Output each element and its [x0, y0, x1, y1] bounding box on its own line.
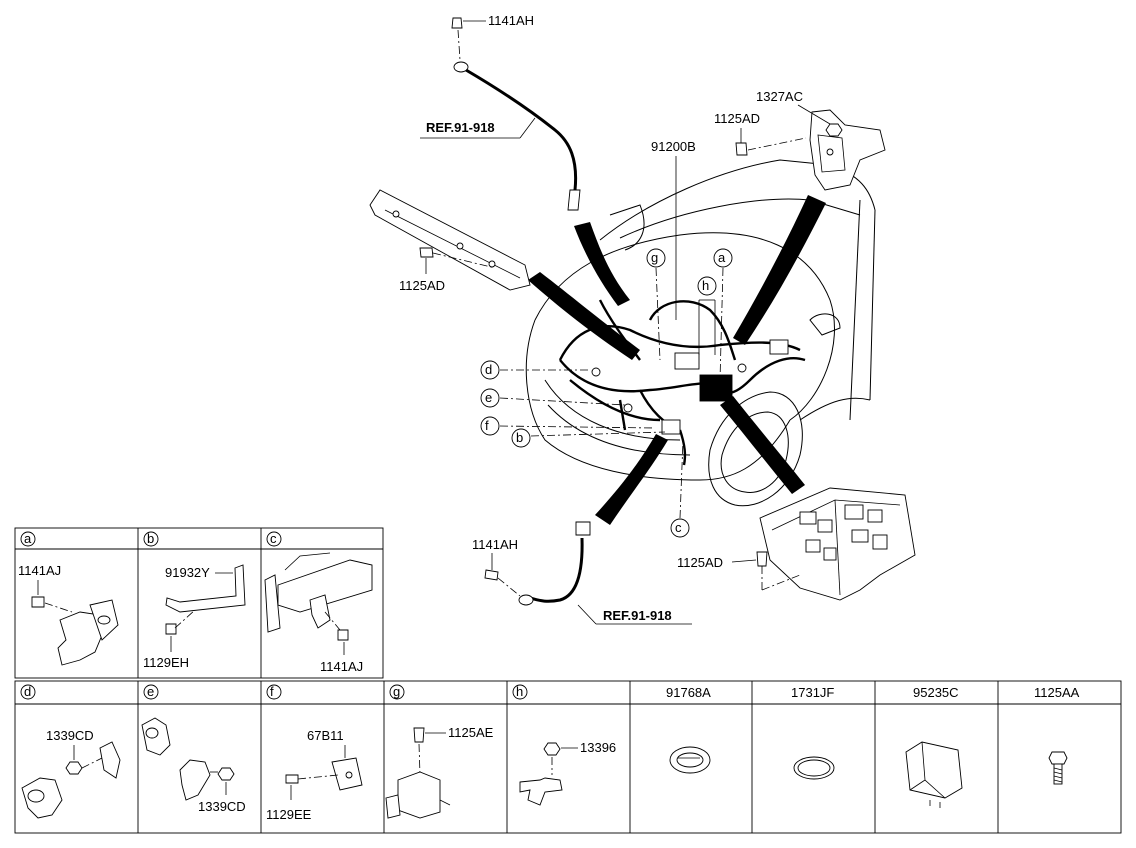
catalog-1-part: 1731JF — [791, 685, 834, 700]
detail-b-part-0: 91932Y — [165, 565, 210, 580]
marker-h: h — [702, 278, 709, 293]
marker-f: f — [485, 418, 489, 433]
detail-a-tag: a — [24, 531, 32, 546]
marker-g: g — [651, 250, 658, 265]
detail-c: c 1141AJ — [264, 531, 373, 674]
battery-cable-top — [451, 17, 581, 211]
detail-d-part-0: 1339CD — [46, 728, 94, 743]
detail-h: h 13396 — [512, 684, 616, 806]
detail-f: f 67B11 1129EE — [266, 684, 363, 822]
detail-grid-bottom — [14, 680, 1122, 834]
car-body-outline — [525, 159, 876, 507]
battery-cable-bottom — [484, 521, 591, 606]
detail-grid-top — [14, 527, 384, 679]
left-rail-bracket — [369, 189, 531, 291]
relay-box — [756, 487, 916, 601]
marker-a: a — [718, 250, 726, 265]
label-left-bolt: 1125AD — [399, 278, 445, 293]
detail-c-tag: c — [270, 531, 277, 546]
label-top-right-nut: 1327AC — [756, 89, 803, 104]
detail-g: g 1125AE — [385, 684, 494, 819]
leader-bands — [528, 195, 826, 525]
detail-b: b 91932Y 1129EH — [143, 531, 246, 670]
main-markers: g a h d e f b c — [480, 248, 733, 538]
label-top-right-bolt: 1125AD — [714, 111, 760, 126]
detail-d-tag: d — [24, 684, 31, 699]
catalog-95235C: 95235C — [905, 685, 963, 808]
marker-e: e — [485, 390, 492, 405]
catalog-1731JF: 1731JF — [791, 685, 835, 780]
label-relay-box-bolt: 1125AD — [677, 555, 723, 570]
detail-a-part-0: 1141AJ — [18, 563, 61, 578]
detail-h-part-0: 13396 — [580, 740, 616, 755]
catalog-0-part: 91768A — [666, 685, 711, 700]
wiring-harness — [558, 299, 806, 466]
ref-top: REF.91-918 — [426, 120, 495, 135]
detail-g-part-0: 1125AE — [448, 725, 494, 740]
catalog-2-part: 95235C — [913, 685, 959, 700]
label-top-terminal: 1141AH — [488, 13, 534, 28]
detail-a: a 1141AJ — [18, 531, 119, 666]
detail-f-part-0: 67B11 — [307, 728, 344, 743]
label-bottom-terminal: 1141AH — [472, 537, 518, 552]
detail-h-tag: h — [516, 684, 523, 699]
catalog-1125AA: 1125AA — [1034, 685, 1080, 785]
marker-d: d — [485, 362, 492, 377]
top-right-bracket — [735, 109, 886, 191]
detail-e-part-0: 1339CD — [198, 799, 246, 814]
detail-d: d 1339CD — [20, 684, 121, 819]
detail-e: e 1339CD — [141, 684, 246, 814]
marker-c: c — [675, 520, 682, 535]
detail-f-tag: f — [270, 684, 274, 699]
o-ring-icon — [793, 756, 835, 780]
label-harness: 91200B — [651, 139, 696, 154]
detail-g-tag: g — [393, 684, 400, 699]
bolt-icon — [1048, 751, 1068, 785]
marker-b: b — [516, 430, 523, 445]
catalog-3-part: 1125AA — [1034, 685, 1080, 700]
detail-b-tag: b — [147, 531, 154, 546]
relay-icon — [905, 741, 963, 808]
detail-c-part-0: 1141AJ — [320, 659, 363, 674]
detail-e-tag: e — [147, 684, 154, 699]
detail-f-part-1: 1129EE — [266, 807, 312, 822]
catalog-91768A: 91768A — [666, 685, 711, 774]
grommet-icon — [669, 746, 711, 774]
detail-b-part-1: 1129EH — [143, 655, 189, 670]
ref-bottom: REF.91-918 — [603, 608, 672, 623]
